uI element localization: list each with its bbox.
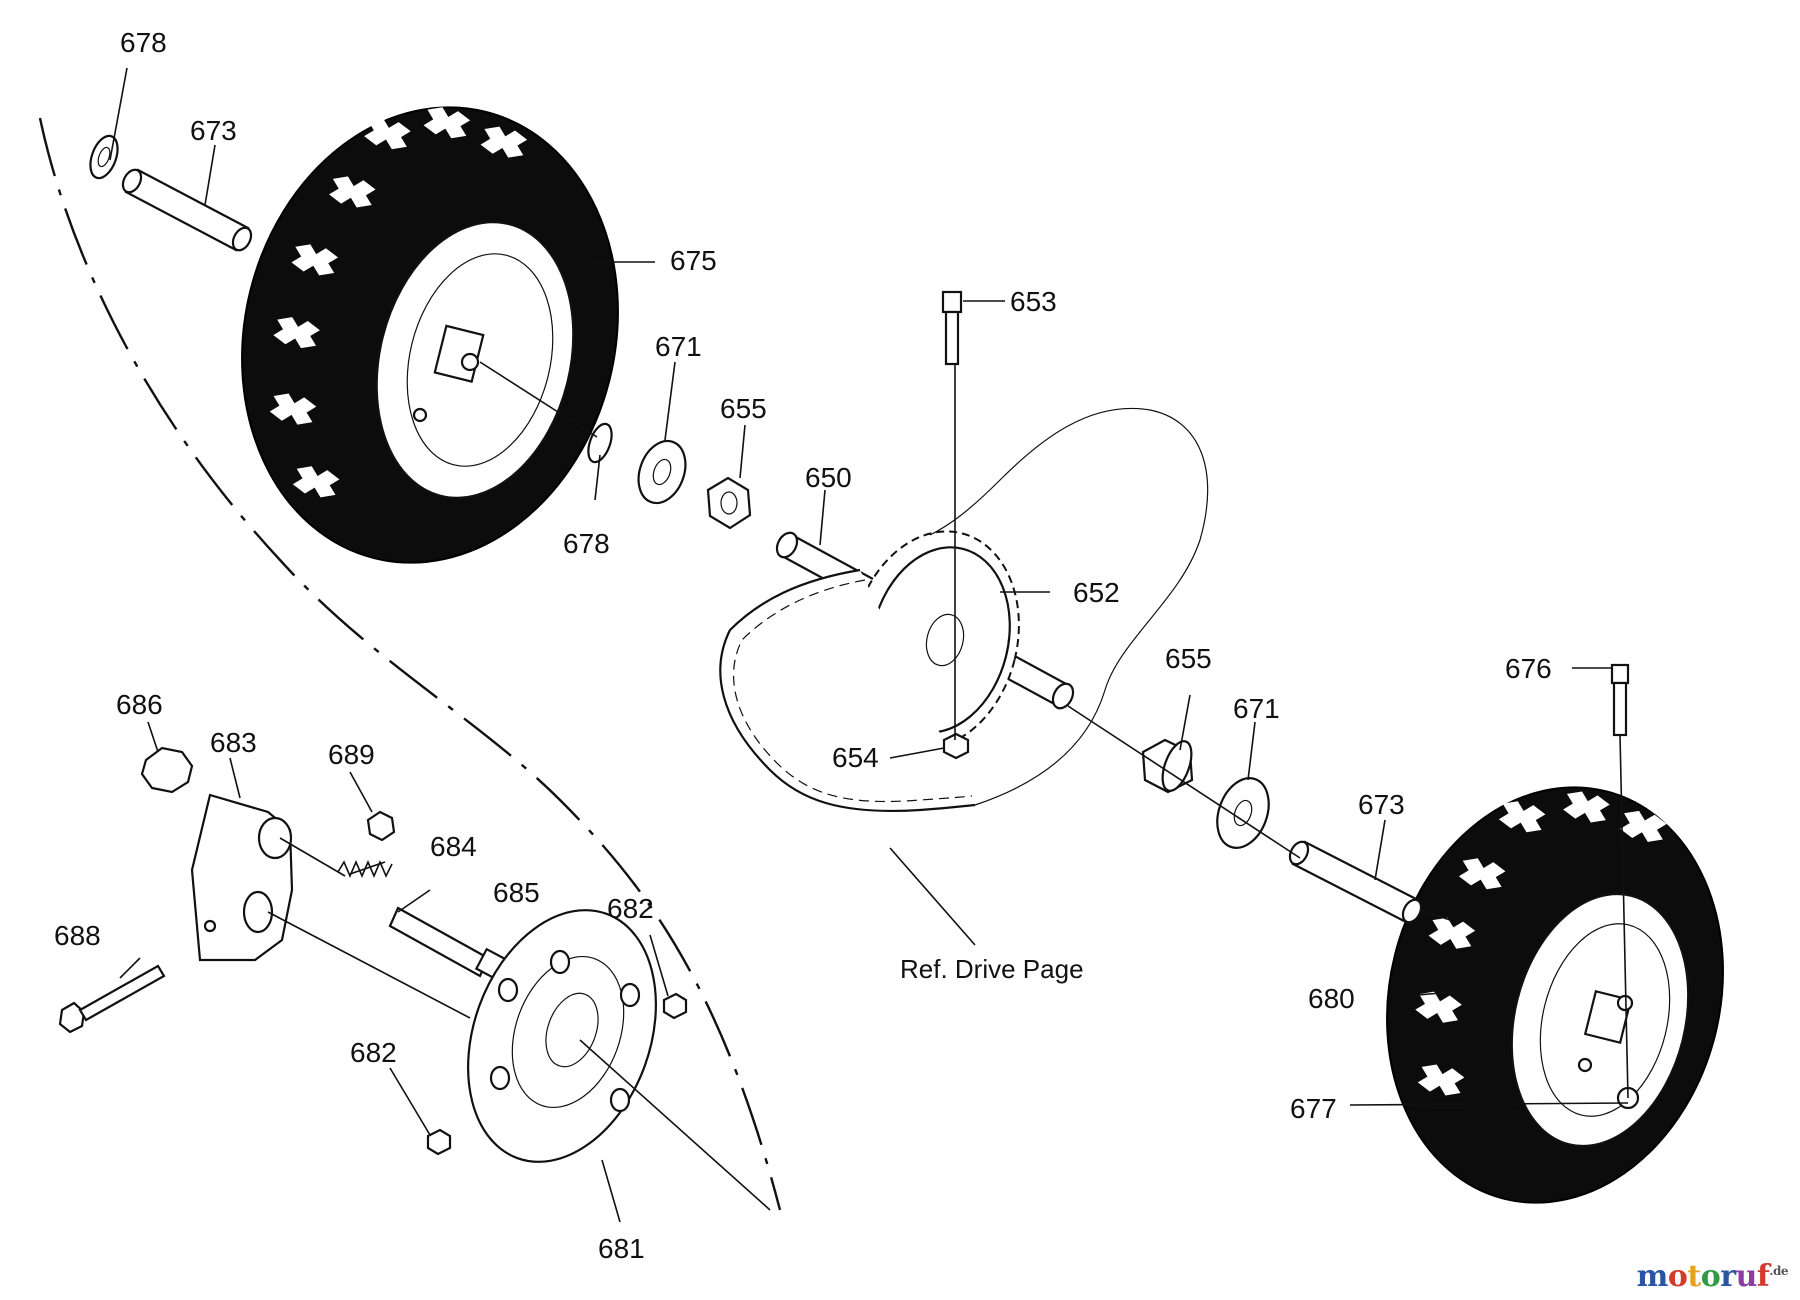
label-652: 652	[1073, 577, 1120, 608]
washer-671-left	[637, 439, 687, 505]
spacer-673-left	[121, 168, 253, 252]
washer-671-right	[1216, 777, 1270, 849]
watermark-letter: o	[1700, 1259, 1721, 1294]
nut-682-upper	[662, 992, 688, 1020]
label-682-lower: 682	[350, 1037, 397, 1068]
label-686: 686	[116, 689, 163, 720]
label-655-right: 655	[1165, 643, 1212, 674]
right-wheel-assembly	[1386, 786, 1724, 1204]
label-684: 684	[430, 831, 477, 862]
label-685: 685	[493, 877, 540, 908]
label-683: 683	[210, 727, 257, 758]
pin-685	[388, 906, 512, 983]
watermark-suffix: .de	[1769, 1264, 1788, 1278]
nut-689	[366, 810, 396, 842]
e-clip-678-lower	[587, 422, 613, 464]
section-boundary-line	[38, 117, 782, 1211]
label-688: 688	[54, 920, 101, 951]
e-clip-678-top	[89, 134, 119, 180]
label-678-lower: 678	[563, 528, 610, 559]
label-682-upper: 682	[607, 893, 654, 924]
label-650: 650	[805, 462, 852, 493]
watermark-logo: motoruf.de	[1636, 1259, 1789, 1294]
watermark-letter: o	[1667, 1259, 1688, 1294]
watermark-letter: t	[1687, 1259, 1701, 1294]
label-675: 675	[670, 245, 717, 276]
label-655-left: 655	[720, 393, 767, 424]
label-677: 677	[1290, 1093, 1337, 1124]
spacer-673-right	[1288, 840, 1423, 924]
knob-686	[140, 746, 194, 794]
label-676: 676	[1505, 653, 1552, 684]
label-673-left: 673	[190, 115, 237, 146]
label-681: 681	[598, 1233, 645, 1264]
leader-lines	[109, 67, 1629, 1223]
label-653: 653	[1010, 286, 1057, 317]
label-671-right: 671	[1233, 693, 1280, 724]
left-wheel-assembly	[241, 103, 619, 564]
nut-655-left	[706, 476, 752, 530]
drive-chain	[719, 568, 976, 813]
ref-drive-page-note: Ref. Drive Page	[900, 954, 1084, 984]
bolt-676	[1610, 663, 1630, 737]
bolt-653	[941, 290, 963, 366]
label-680: 680	[1308, 983, 1355, 1014]
watermark-letter: u	[1735, 1259, 1758, 1294]
hub-plate-681	[467, 909, 657, 1163]
label-678-top: 678	[120, 27, 167, 58]
label-673-right: 673	[1358, 789, 1405, 820]
drive-reference-outline	[929, 408, 1209, 806]
bolt-688	[58, 964, 166, 1034]
nut-654	[942, 732, 970, 760]
nut-682-lower	[426, 1128, 452, 1156]
part-number-labels: 678 673 675 671 655 653 650 678 652 655 …	[54, 27, 1552, 1264]
label-689: 689	[328, 739, 375, 770]
bracket-683	[190, 793, 294, 962]
label-671-left: 671	[655, 331, 702, 362]
watermark-letter: f	[1756, 1259, 1770, 1294]
watermark-letter: r	[1720, 1259, 1736, 1294]
label-654: 654	[832, 742, 879, 773]
watermark-letter: m	[1636, 1259, 1669, 1294]
